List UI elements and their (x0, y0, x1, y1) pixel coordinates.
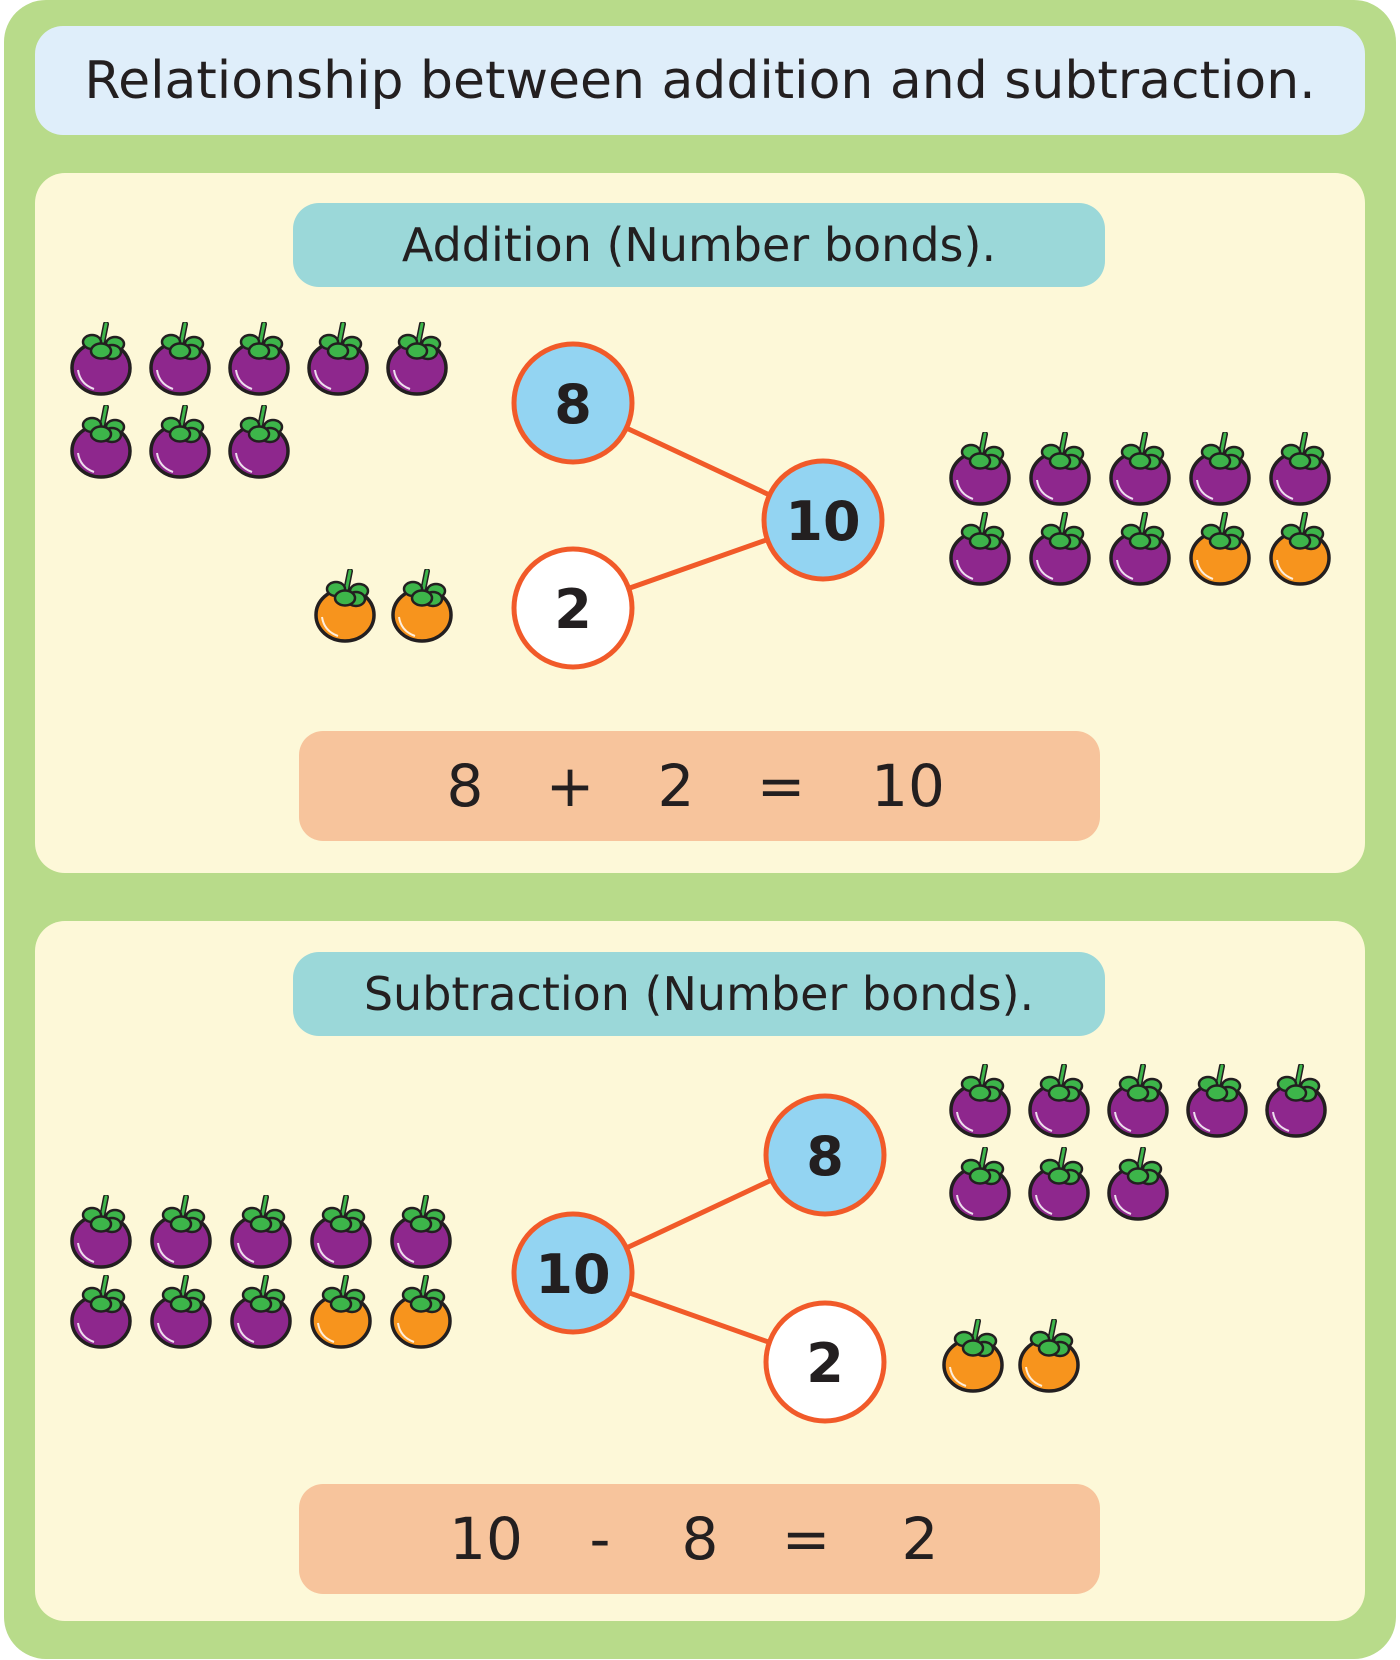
addition-number-bond: 8 2 10 (511, 341, 885, 670)
equation-result: 10 (871, 752, 945, 820)
mangosteen-icon (947, 431, 1017, 508)
mangosteen-icon (1026, 1146, 1096, 1223)
equation-operator-equals: = (756, 752, 806, 820)
mangosteen-icon (947, 1146, 1017, 1223)
orange-fruit-icon (312, 568, 382, 645)
mangosteen-icon (148, 1194, 218, 1271)
mangosteen-icon (1026, 1063, 1096, 1140)
mangosteen-icon (1187, 431, 1257, 508)
bond-part-circle (763, 1093, 887, 1217)
bond-whole-value: 10 (785, 490, 860, 553)
mangosteen-icon (1267, 431, 1337, 508)
orange-fruit-icon (1187, 511, 1257, 588)
bond-part-circle (511, 341, 635, 465)
bond-whole-circle (761, 458, 885, 582)
mangosteen-icon (308, 1194, 378, 1271)
mangosteen-icon (1184, 1063, 1254, 1140)
subtraction-label-banner: Subtraction (Number bonds). (293, 952, 1105, 1036)
equation-operator-minus: - (589, 1505, 611, 1573)
mangosteen-icon (226, 321, 296, 398)
page-title: Relationship between addition and subtra… (84, 50, 1316, 111)
mangosteen-icon (68, 404, 138, 481)
mangosteen-icon (305, 321, 375, 398)
equation-term: 8 (681, 1505, 719, 1573)
subtraction-number-bond: 10 8 2 (511, 1093, 887, 1424)
mangosteen-icon (68, 321, 138, 398)
orange-fruit-icon (1267, 511, 1337, 588)
subtraction-panel: Subtraction (Number bonds). 10 - 8 = 2 (35, 921, 1365, 1621)
mangosteen-icon (947, 511, 1017, 588)
mangosteen-icon (1107, 511, 1177, 588)
equation-term: 8 (446, 752, 484, 820)
bond-part-value: 8 (554, 373, 592, 436)
mangosteen-icon (1027, 511, 1097, 588)
mangosteen-icon (388, 1194, 458, 1271)
orange-fruit-icon (389, 568, 459, 645)
bond-part-value: 8 (806, 1125, 844, 1188)
addition-label: Addition (Number bonds). (401, 218, 997, 272)
mangosteen-icon (228, 1274, 298, 1351)
mangosteen-icon (147, 404, 217, 481)
orange-fruit-icon (940, 1318, 1010, 1395)
mangosteen-icon (148, 1274, 218, 1351)
equation-result: 2 (901, 1505, 939, 1573)
mangosteen-icon (1105, 1146, 1175, 1223)
mangosteen-icon (228, 1194, 298, 1271)
mangosteen-icon (226, 404, 296, 481)
orange-fruit-icon (308, 1274, 378, 1351)
mangosteen-icon (1263, 1063, 1333, 1140)
orange-fruit-icon (1016, 1318, 1086, 1395)
equation-operator-equals: = (781, 1505, 831, 1573)
title-banner: Relationship between addition and subtra… (35, 26, 1365, 135)
orange-fruit-icon (388, 1274, 458, 1351)
addition-equation: 8 + 2 = 10 (299, 731, 1100, 841)
bond-part-circle (511, 546, 635, 670)
subtraction-equation: 10 - 8 = 2 (299, 1484, 1100, 1594)
bond-whole-circle (511, 1211, 635, 1335)
mangosteen-icon (384, 321, 454, 398)
equation-term: 2 (657, 752, 695, 820)
bond-part-value: 2 (806, 1332, 844, 1395)
mangosteen-icon (68, 1274, 138, 1351)
mangosteen-icon (68, 1194, 138, 1271)
equation-operator-plus: + (545, 752, 595, 820)
mangosteen-icon (1105, 1063, 1175, 1140)
addition-label-banner: Addition (Number bonds). (293, 203, 1105, 287)
bond-whole-value: 10 (535, 1243, 610, 1306)
mangosteen-icon (147, 321, 217, 398)
mangosteen-icon (1027, 431, 1097, 508)
mangosteen-icon (947, 1063, 1017, 1140)
bond-part-circle (763, 1300, 887, 1424)
equation-term: 10 (449, 1505, 523, 1573)
subtraction-label: Subtraction (Number bonds). (363, 967, 1035, 1021)
bond-part-value: 2 (554, 578, 592, 641)
mangosteen-icon (1107, 431, 1177, 508)
